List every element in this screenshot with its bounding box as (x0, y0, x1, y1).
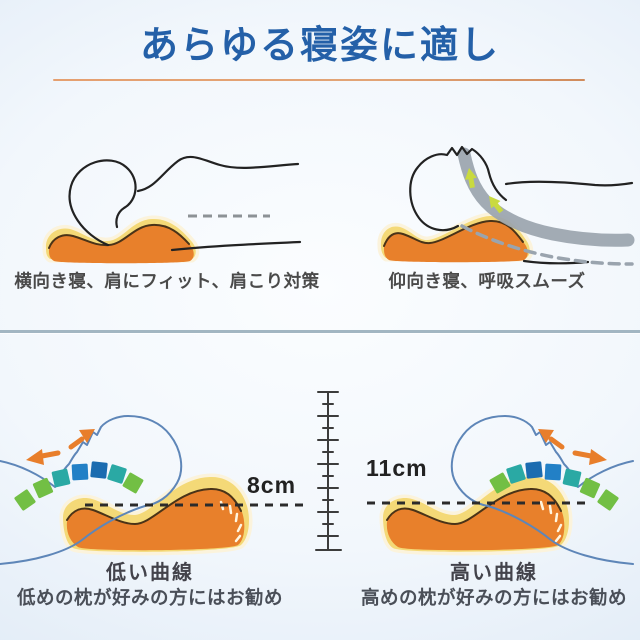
high-curve-heading: 高い曲線 (450, 562, 538, 584)
movement-arrows-icon (538, 429, 607, 465)
airway-dashed-line (460, 224, 634, 266)
back-sleep-caption: 仰向き寝、呼吸スムーズ (388, 271, 586, 291)
height-ruler-icon (315, 391, 342, 551)
section-divider (0, 330, 640, 333)
side-sleep-caption: 横向き寝、肩にフィット、肩こり対策 (14, 271, 320, 291)
head-outline (68, 155, 302, 252)
neck-support-squares (489, 461, 619, 511)
high-curve-illustration (367, 415, 634, 565)
pillow-flex-marks (539, 500, 563, 543)
high-height-label: 11cm (366, 455, 428, 481)
low-curve-description: 低めの枕が好みの方にはお勧め (16, 587, 283, 608)
high-curve-description: 高めの枕が好みの方にはお勧め (360, 587, 627, 608)
low-curve-heading: 低い曲線 (106, 562, 194, 584)
side-sleeper-illustration (42, 155, 302, 264)
neck-support-squares (14, 461, 144, 511)
pillow-shape (377, 212, 534, 263)
low-curve-illustration (0, 415, 308, 565)
back-sleeper-illustration (377, 145, 635, 266)
airflow-arrows-icon (465, 168, 504, 214)
pillow-shape (42, 215, 200, 264)
title-underline (53, 79, 585, 81)
low-height-label: 8cm (247, 472, 297, 498)
sleeper-figure-mirrored (450, 415, 634, 565)
pillow-shape (379, 473, 573, 556)
movement-arrows-icon (26, 429, 95, 465)
pillow-shape (59, 473, 253, 556)
page-title: あらゆる寝姿に適し (139, 25, 500, 67)
